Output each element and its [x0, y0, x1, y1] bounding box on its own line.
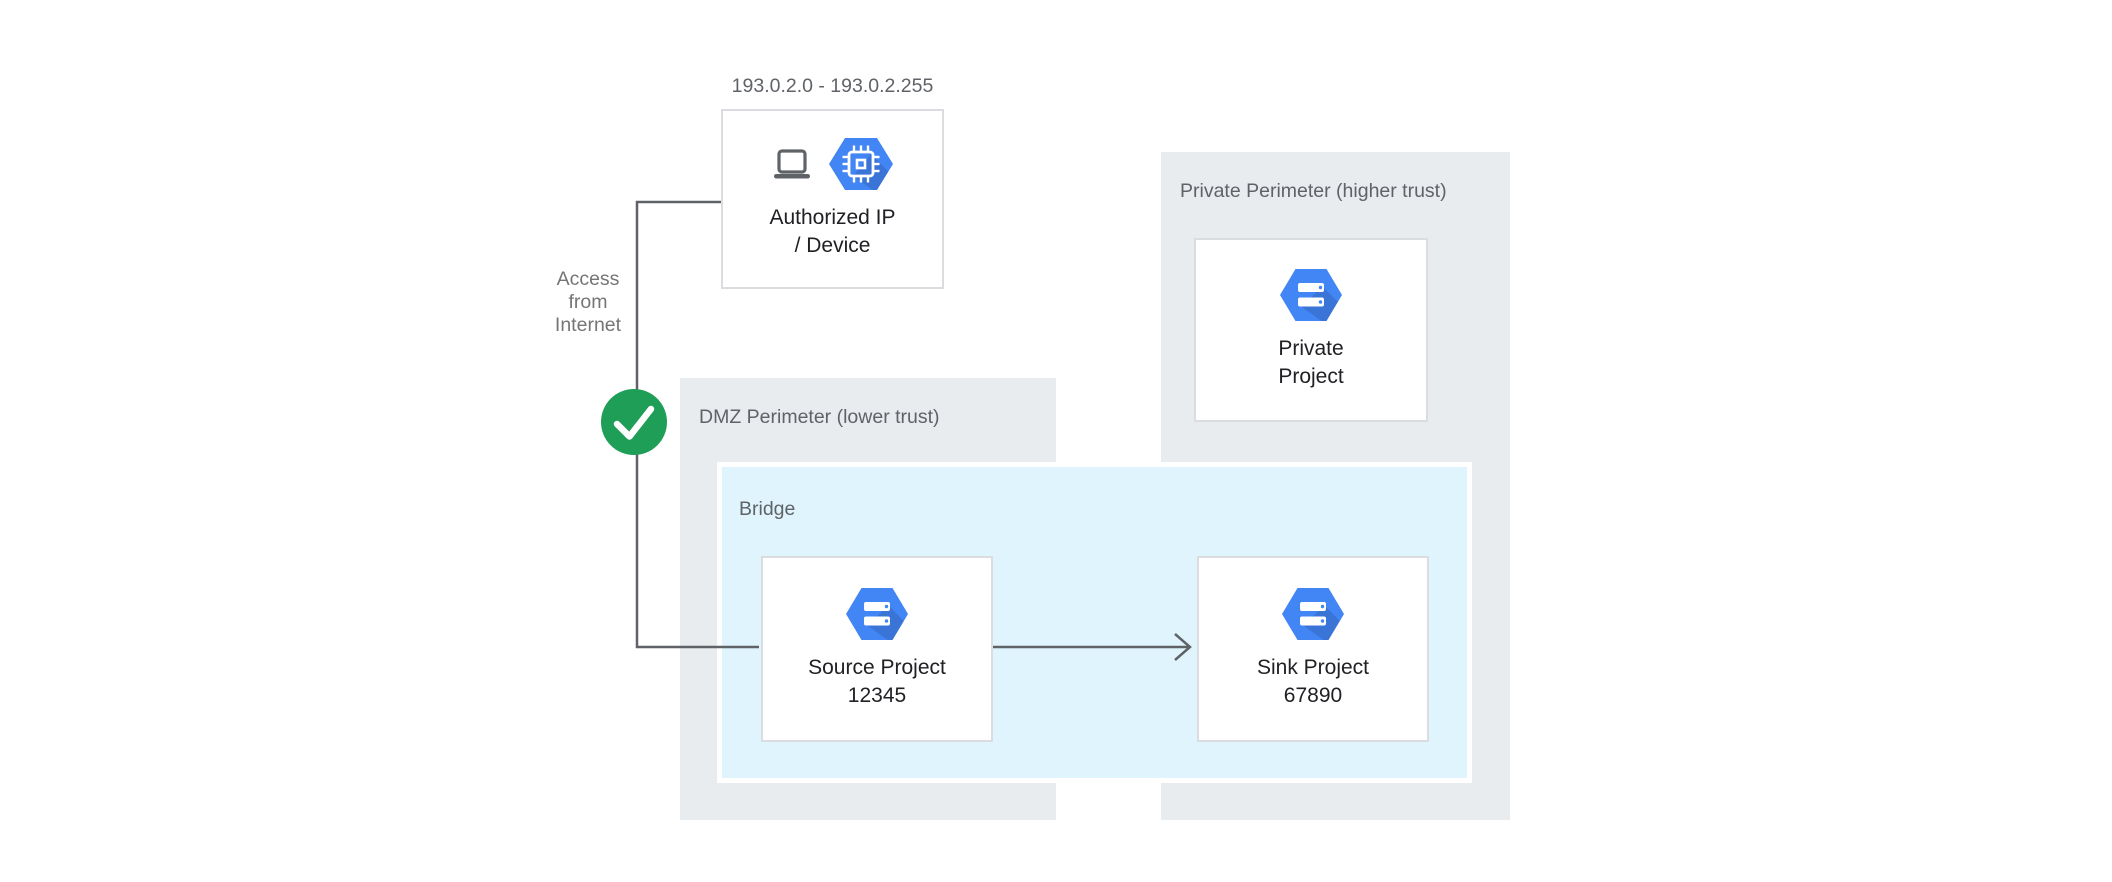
dmz-perimeter-label: DMZ Perimeter (lower trust): [699, 406, 940, 428]
project-hexagon-icon: [846, 588, 908, 640]
private-project-node: Private Project: [1194, 238, 1428, 422]
private-perimeter-label: Private Perimeter (higher trust): [1180, 180, 1447, 202]
sink-project-label: Sink Project 67890: [1256, 656, 1370, 707]
laptop-icon: [774, 148, 810, 178]
project-hexagon-icon: [1282, 588, 1344, 640]
ip-range-label: 193.0.2.0 - 193.0.2.255: [731, 75, 934, 97]
access-from-internet-label: Access from Internet: [554, 268, 622, 336]
source-project-label: Source Project 12345: [808, 656, 946, 707]
private-project-label: Private Project: [1278, 337, 1344, 388]
authorized-ip-device-label: Authorized IP / Device: [769, 206, 896, 257]
bridge-label: Bridge: [739, 498, 796, 520]
check-icon: [601, 389, 667, 455]
authorized-icons: [772, 138, 893, 190]
project-hexagon-icon: [1280, 269, 1342, 321]
sink-project-node: Sink Project 67890: [1197, 556, 1429, 742]
compute-engine-hexagon-icon: [829, 138, 893, 190]
source-project-node: Source Project 12345: [761, 556, 993, 742]
authorized-ip-device-node: Authorized IP / Device: [721, 109, 944, 289]
